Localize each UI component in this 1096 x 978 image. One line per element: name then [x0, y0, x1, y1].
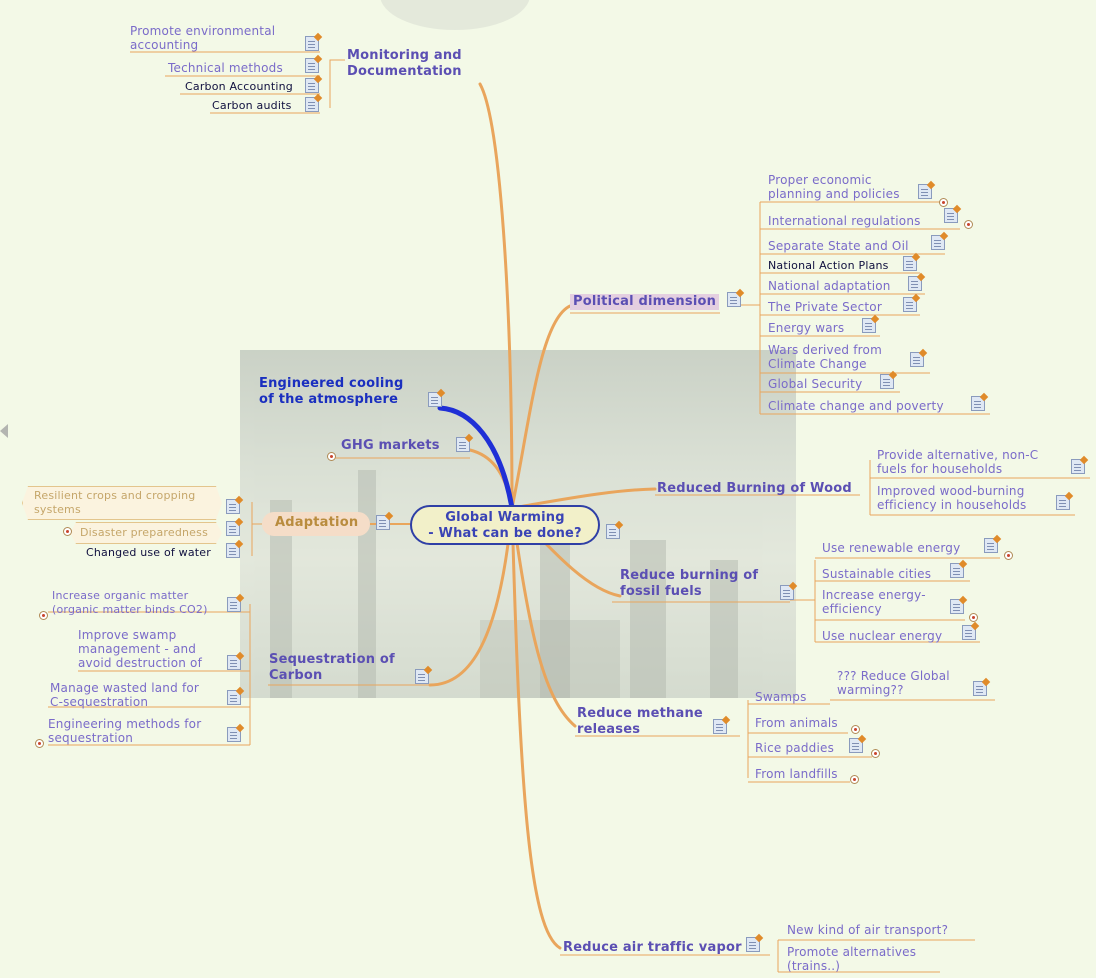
leaf-alternative-fuels[interactable]: Provide alternative, non-C fuels for hou… [877, 448, 1039, 476]
left-arrow-icon[interactable] [0, 424, 8, 438]
leaf-swamps[interactable]: Swamps [755, 690, 807, 704]
leaf-from-landfills[interactable]: From landfills [755, 767, 838, 781]
note-icon[interactable] [962, 625, 976, 640]
note-icon[interactable] [305, 78, 319, 93]
leaf-energy-wars[interactable]: Energy wars [768, 321, 845, 335]
leaf-reduce-global-warming[interactable]: ??? Reduce Global warming?? [837, 669, 950, 697]
expand-icon[interactable] [63, 527, 72, 536]
leaf-disaster-preparedness[interactable]: Disaster preparedness [80, 526, 209, 539]
leaf-wasted-land[interactable]: Manage wasted land for C-sequestration [50, 681, 200, 709]
note-icon[interactable] [950, 599, 964, 614]
adaptation-bubble [262, 512, 370, 536]
leaf-economic-planning[interactable]: Proper economic planning and policies [768, 173, 900, 201]
note-icon[interactable] [606, 524, 620, 539]
note-icon[interactable] [227, 597, 241, 612]
note-icon[interactable] [727, 292, 741, 307]
note-icon[interactable] [456, 437, 470, 452]
note-icon[interactable] [903, 297, 917, 312]
note-icon[interactable] [973, 681, 987, 696]
note-icon[interactable] [931, 235, 945, 250]
central-topic[interactable]: Global Warming - What can be done? [410, 505, 600, 545]
note-icon[interactable] [376, 515, 390, 530]
expand-icon[interactable] [35, 739, 44, 748]
leaf-energy-efficiency[interactable]: Increase energy- efficiency [822, 588, 926, 616]
leaf-national-adaptation[interactable]: National adaptation [768, 279, 891, 293]
topic-reduce-fossil-fuels[interactable]: Reduce burning of fossil fuels [620, 568, 759, 599]
note-icon[interactable] [862, 318, 876, 333]
expand-icon[interactable] [964, 220, 973, 229]
leaf-global-security[interactable]: Global Security [768, 377, 863, 391]
note-icon[interactable] [950, 563, 964, 578]
topic-ghg-markets[interactable]: GHG markets [341, 438, 440, 453]
leaf-swamp-management[interactable]: Improve swamp management - and avoid des… [78, 628, 203, 670]
topic-reduce-methane[interactable]: Reduce methane releases [577, 706, 703, 737]
note-icon[interactable] [984, 538, 998, 553]
topic-reduced-wood-burning[interactable]: Reduced Burning of Wood [657, 481, 852, 496]
note-icon[interactable] [1071, 459, 1085, 474]
expand-icon[interactable] [939, 198, 948, 207]
leaf-organic-matter[interactable]: Increase organic matter (organic matter … [52, 589, 208, 616]
leaf-resilient-crops[interactable]: Resilient crops and cropping systems [34, 489, 196, 516]
leaf-carbon-audits[interactable]: Carbon audits [212, 99, 292, 112]
leaf-wars-climate-change[interactable]: Wars derived from Climate Change [768, 343, 882, 371]
topic-sequestration[interactable]: Sequestration of Carbon [269, 652, 395, 683]
note-icon[interactable] [305, 97, 319, 112]
leaf-sustainable-cities[interactable]: Sustainable cities [822, 567, 932, 581]
expand-icon[interactable] [871, 749, 880, 758]
note-icon[interactable] [305, 58, 319, 73]
expand-icon[interactable] [39, 611, 48, 620]
note-icon[interactable] [713, 719, 727, 734]
note-icon[interactable] [849, 738, 863, 753]
leaf-separate-state-oil[interactable]: Separate State and Oil [768, 239, 909, 253]
leaf-promote-alternatives[interactable]: Promote alternatives (trains..) [787, 945, 917, 973]
note-icon[interactable] [305, 36, 319, 51]
leaf-national-action-plans[interactable]: National Action Plans [768, 259, 889, 272]
leaf-technical-methods[interactable]: Technical methods [168, 61, 283, 75]
note-icon[interactable] [903, 256, 917, 271]
note-icon[interactable] [880, 374, 894, 389]
topic-reduce-air-traffic[interactable]: Reduce air traffic vapor [563, 940, 742, 955]
note-icon[interactable] [746, 937, 760, 952]
topic-monitoring[interactable]: Monitoring and Documentation [347, 48, 462, 79]
leaf-climate-poverty[interactable]: Climate change and poverty [768, 399, 944, 413]
topic-political-dimension[interactable]: Political dimension [570, 294, 720, 310]
expand-icon[interactable] [851, 725, 860, 734]
leaf-changed-water-use[interactable]: Changed use of water [86, 546, 211, 559]
note-icon[interactable] [227, 655, 241, 670]
leaf-promote-environmental-accounting[interactable]: Promote environmental accounting [130, 24, 276, 52]
note-icon[interactable] [226, 521, 240, 536]
topic-engineered-cooling[interactable]: Engineered cooling of the atmosphere [259, 376, 404, 407]
note-icon[interactable] [910, 352, 924, 367]
expand-icon[interactable] [969, 613, 978, 622]
note-icon[interactable] [428, 392, 442, 407]
note-icon[interactable] [227, 727, 241, 742]
leaf-renewable-energy[interactable]: Use renewable energy [822, 541, 961, 555]
note-icon[interactable] [971, 396, 985, 411]
note-icon[interactable] [226, 499, 240, 514]
central-topic-label: Global Warming - What can be done? [428, 510, 582, 541]
expand-icon[interactable] [850, 775, 859, 784]
note-icon[interactable] [226, 543, 240, 558]
note-icon[interactable] [415, 669, 429, 684]
leaf-private-sector[interactable]: The Private Sector [768, 300, 882, 314]
leaf-engineering-methods[interactable]: Engineering methods for sequestration [48, 717, 202, 745]
topic-adaptation[interactable]: Adaptation [275, 515, 359, 530]
expand-icon[interactable] [327, 452, 336, 461]
note-icon[interactable] [944, 208, 958, 223]
note-icon[interactable] [908, 276, 922, 291]
leaf-international-regulations[interactable]: International regulations [768, 214, 921, 228]
leaf-new-air-transport[interactable]: New kind of air transport? [787, 923, 949, 937]
expand-icon[interactable] [1004, 551, 1013, 560]
leaf-rice-paddies[interactable]: Rice paddies [755, 741, 835, 755]
note-icon[interactable] [780, 585, 794, 600]
leaf-wood-efficiency[interactable]: Improved wood-burning efficiency in hous… [877, 484, 1027, 512]
note-icon[interactable] [227, 690, 241, 705]
note-icon[interactable] [1056, 495, 1070, 510]
note-icon[interactable] [918, 184, 932, 199]
leaf-nuclear-energy[interactable]: Use nuclear energy [822, 629, 943, 643]
resilient-crops-box [22, 486, 222, 520]
leaf-carbon-accounting[interactable]: Carbon Accounting [185, 80, 293, 93]
leaf-from-animals[interactable]: From animals [755, 716, 838, 730]
